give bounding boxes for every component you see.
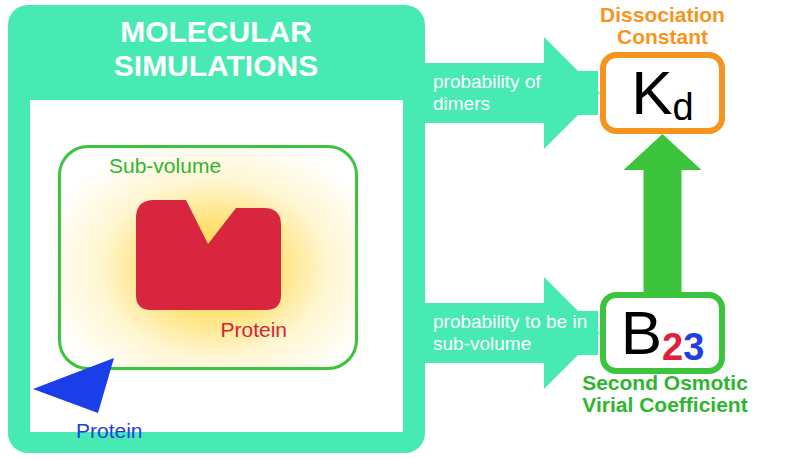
block-arrow	[425, 37, 600, 149]
protein-red: Protein	[136, 200, 281, 342]
edge-label: probability of dimers	[433, 71, 598, 115]
symbol-b: B	[621, 302, 662, 364]
block-arrow	[425, 277, 600, 389]
subscript-d: d	[673, 88, 694, 126]
symbol-k: K	[631, 62, 672, 124]
kd-box: KdDissociation Constant	[600, 52, 725, 134]
b23-box: B23Second Osmotic Virial Coefficient	[600, 292, 725, 374]
simulation-panel: MOLECULAR SIMULATIONSSub-volumeProteinPr…	[8, 5, 425, 453]
protein-body	[33, 358, 114, 413]
formula: B23	[606, 298, 719, 368]
sub-volume-box: Sub-volumeProtein	[58, 145, 358, 370]
b23-caption: Second Osmotic Virial Coefficient	[565, 372, 765, 416]
protein-shape	[30, 355, 120, 417]
protein-body	[136, 200, 281, 310]
protein-shape	[136, 200, 281, 310]
kd-heading: Dissociation Constant	[560, 4, 765, 48]
sub-volume-label: Sub-volume	[109, 154, 221, 178]
subscript-3: 3	[683, 328, 704, 366]
block-arrow	[624, 134, 702, 292]
protein-label: Protein	[76, 419, 143, 443]
formula: Kd	[606, 58, 719, 128]
protein-label: Protein	[220, 318, 287, 342]
edge-label: probability to be in sub-volume	[433, 311, 598, 355]
panel-title: MOLECULAR SIMULATIONS	[66, 15, 366, 83]
subscript-2: 2	[662, 328, 683, 366]
protein-blue: Protein	[30, 355, 180, 449]
